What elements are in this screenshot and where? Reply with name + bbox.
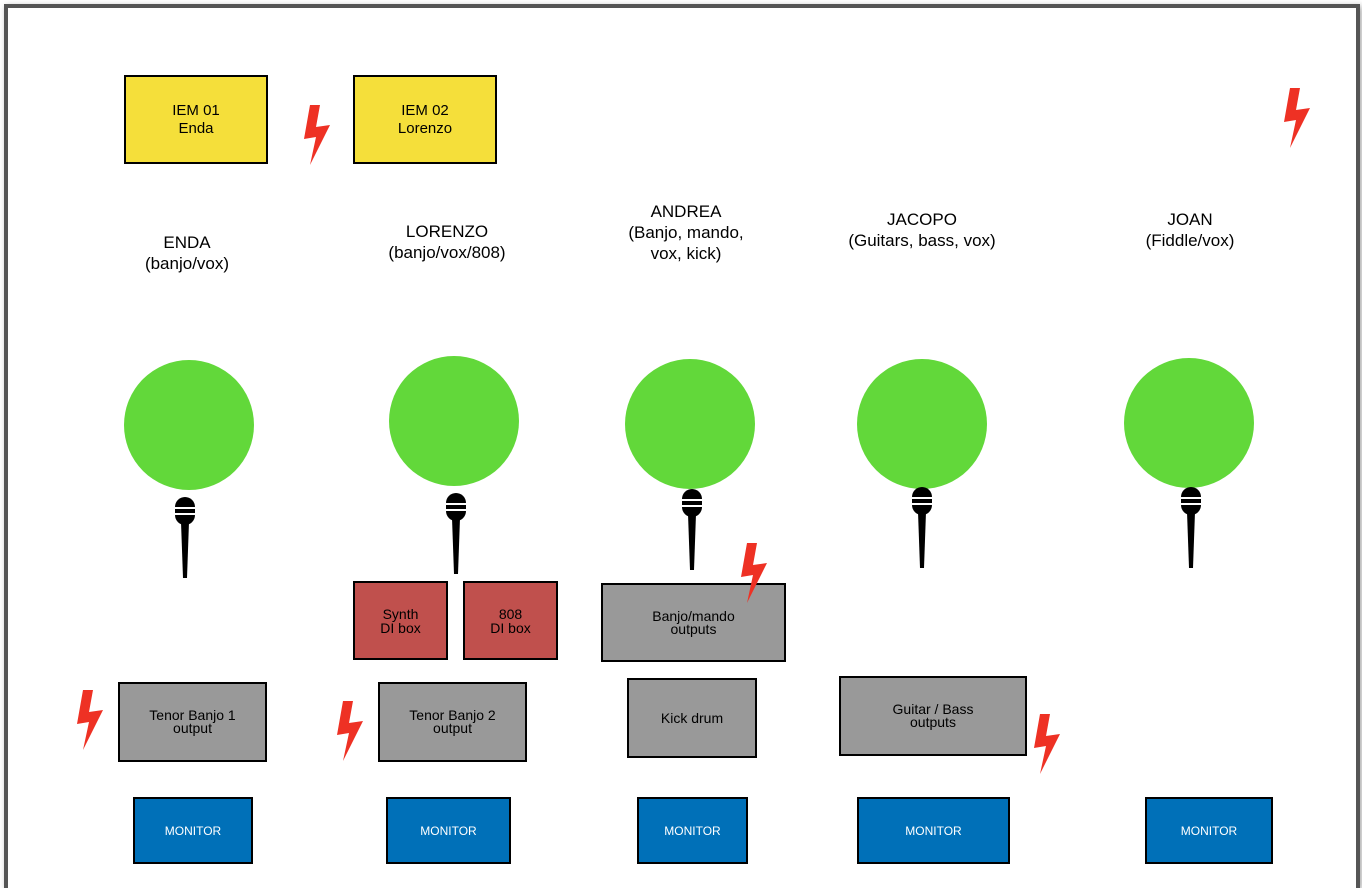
output-label-line2: output	[433, 720, 472, 736]
musician-role: (Guitars, bass, vox)	[848, 231, 996, 250]
monitor-wedge-andrea: MONITOR	[637, 797, 748, 864]
musician-role: (banjo/vox)	[144, 254, 230, 273]
power-bolt-icon	[304, 105, 330, 165]
musician-name: ENDA	[163, 233, 211, 252]
musician-label-joan: JOAN (Fiddle/vox)	[1110, 209, 1270, 251]
di-label-line1: Synth	[382, 605, 419, 622]
musician-name: JACOPO	[887, 210, 957, 229]
musician-position-jacopo	[857, 359, 987, 489]
output-label-line1: Tenor Banjo 2	[409, 707, 496, 723]
output-label-line1: Kick drum	[660, 709, 724, 726]
musician-name: ANDREA	[650, 202, 722, 221]
monitor-wedge-enda: MONITOR	[133, 797, 253, 864]
microphone-icon	[682, 489, 702, 570]
power-bolt-icon	[1284, 88, 1310, 148]
musician-name: LORENZO	[405, 222, 489, 241]
musician-label-enda: ENDA (banjo/vox)	[107, 232, 267, 274]
musician-role: (Banjo, mando, vox, kick)	[628, 223, 744, 263]
microphone-icon	[912, 487, 932, 568]
output-label-line2: outputs	[670, 620, 717, 637]
power-bolt-icon	[741, 543, 767, 603]
monitor-label: MONITOR	[1180, 823, 1238, 838]
output-label-line1: Tenor Banjo 1	[149, 707, 236, 723]
microphone-icon	[1181, 487, 1201, 568]
musician-position-joan	[1124, 358, 1254, 488]
monitor-wedge-lorenzo: MONITOR	[386, 797, 511, 864]
di-label-line1: 808	[498, 605, 523, 622]
output-label-line1: Guitar / Bass	[892, 701, 974, 717]
musician-name: JOAN	[1167, 210, 1213, 229]
di-label-line2: DI box	[490, 619, 531, 636]
musician-role: (Fiddle/vox)	[1145, 231, 1235, 250]
iem-label-line1: IEM 02	[401, 101, 449, 119]
musician-label-andrea: ANDREA (Banjo, mando, vox, kick)	[606, 201, 766, 264]
output-label-line2: outputs	[910, 714, 956, 730]
musician-label-lorenzo: LORENZO (banjo/vox/808)	[367, 221, 527, 263]
musician-position-lorenzo	[389, 356, 519, 486]
microphone-icon	[446, 493, 466, 574]
di-label-line2: DI box	[380, 619, 421, 636]
output-label-line2: output	[173, 720, 212, 736]
monitor-label: MONITOR	[164, 823, 222, 838]
monitor-label: MONITOR	[664, 823, 721, 838]
kick-drum-box: Kick drum	[627, 678, 757, 758]
power-bolt-icon	[1034, 714, 1060, 774]
monitor-label: MONITOR	[905, 823, 962, 838]
musician-role: (banjo/vox/808)	[388, 243, 506, 262]
power-bolt-icon	[77, 690, 103, 750]
musician-label-jacopo: JACOPO (Guitars, bass, vox)	[822, 209, 1022, 251]
microphone-icon	[175, 497, 195, 578]
iem-label-line2: Lorenzo	[397, 119, 453, 137]
power-bolt-icon	[337, 701, 363, 761]
output-label-line1: Banjo/mando	[652, 607, 735, 624]
iem-label-line2: Enda	[178, 119, 214, 137]
musician-position-andrea	[625, 359, 755, 489]
monitor-wedge-jacopo: MONITOR	[857, 797, 1010, 864]
musician-position-enda	[124, 360, 254, 490]
iem-label-line1: IEM 01	[172, 101, 220, 119]
monitor-wedge-joan: MONITOR	[1145, 797, 1273, 864]
monitor-label: MONITOR	[420, 823, 477, 838]
